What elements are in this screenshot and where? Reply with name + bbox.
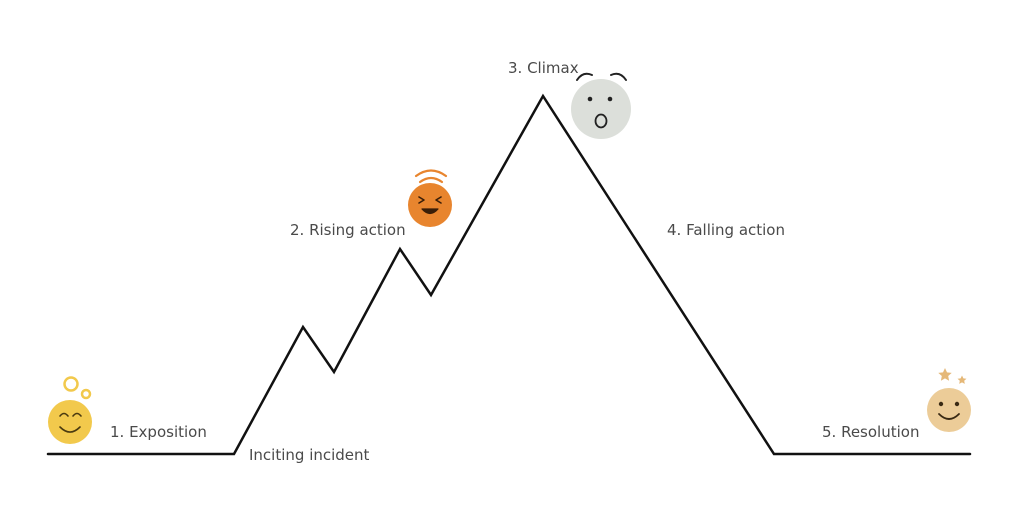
star-large-icon (938, 368, 952, 381)
climax-face-circle (571, 79, 631, 139)
falling-action-label: 4. Falling action (667, 221, 785, 239)
climax-label: 3. Climax (508, 59, 579, 77)
thought-bubble-small (80, 388, 92, 400)
smiling-face-icon (927, 368, 971, 432)
exposition-label: 1. Exposition (110, 423, 207, 441)
rising-action-face-circle (408, 183, 452, 227)
story-arc-line (46, 93, 972, 456)
surprised-face-icon (571, 72, 631, 139)
resolution-face-circle (927, 388, 971, 432)
thought-bubble-large (63, 376, 79, 392)
rising-action-label: 2. Rising action (290, 221, 406, 239)
exposition-face-circle (48, 400, 92, 444)
content-face-icon (48, 376, 92, 444)
inciting-incident-label: Inciting incident (249, 446, 370, 464)
resolution-label: 5. Resolution (822, 423, 920, 441)
laughing-face-icon (408, 169, 452, 227)
star-small-icon (957, 375, 967, 384)
